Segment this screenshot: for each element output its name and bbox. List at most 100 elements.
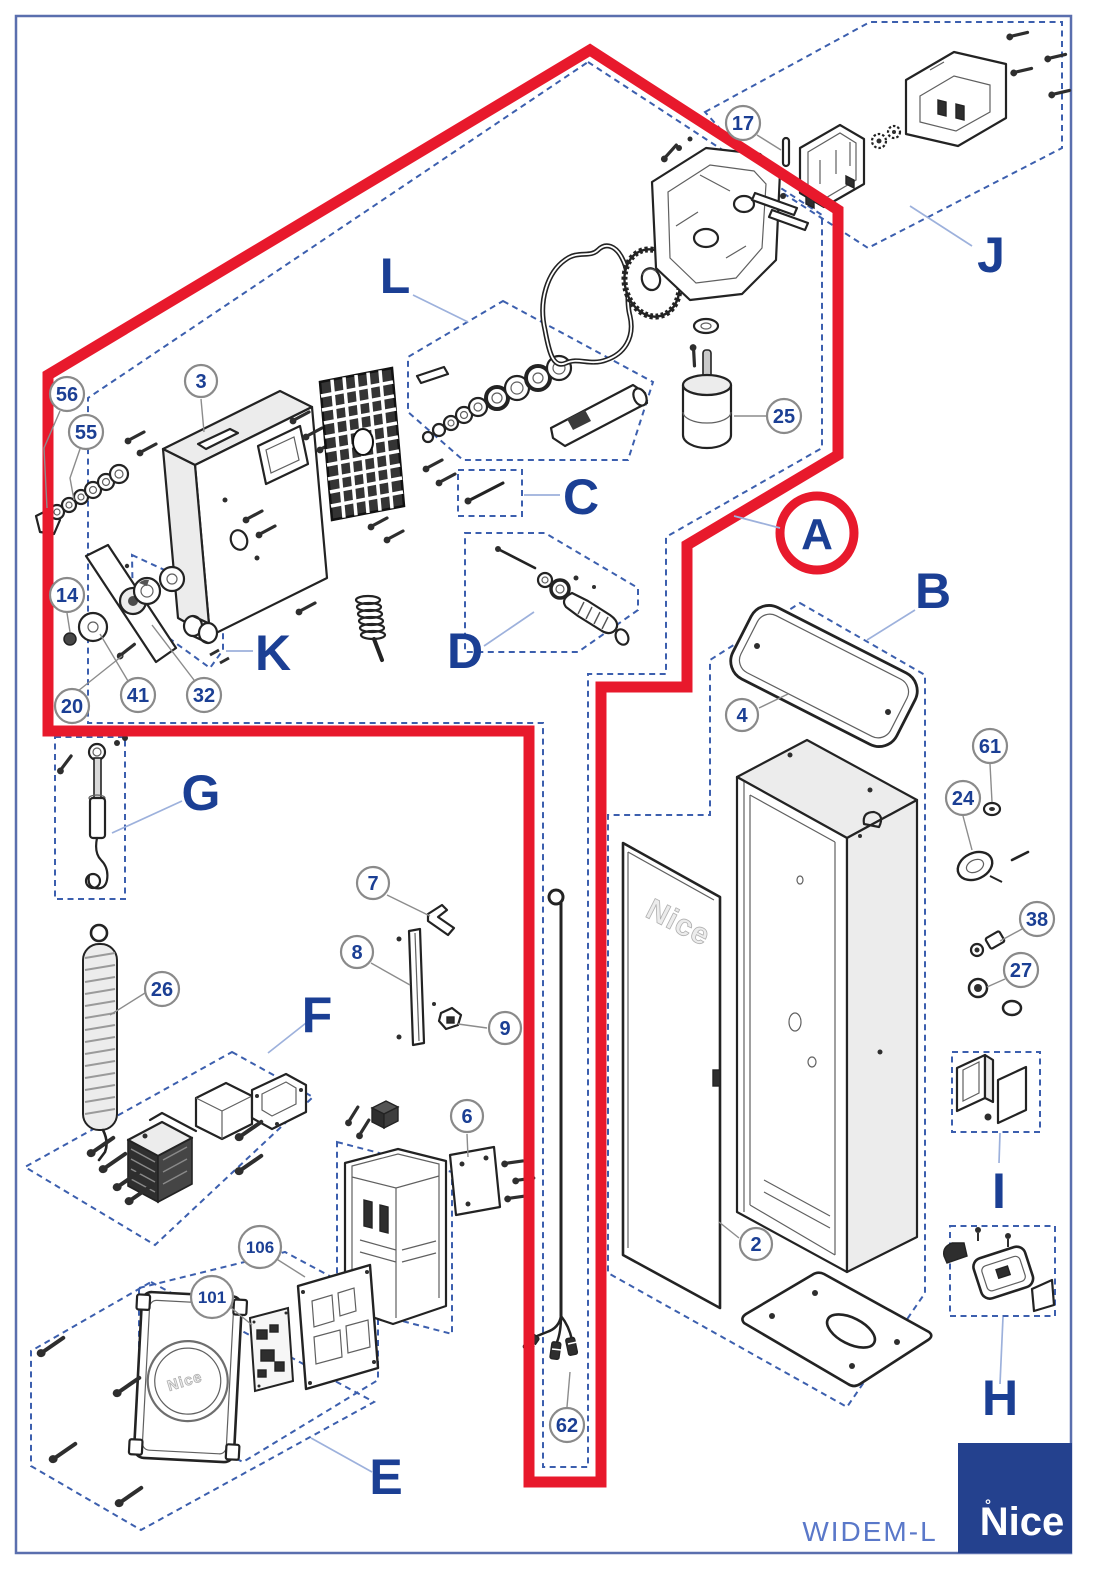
group-label-leaders	[111, 205, 1004, 1473]
callout-61: 61	[971, 727, 1009, 765]
label-d: D	[447, 623, 483, 679]
svg-text:17: 17	[732, 113, 754, 135]
footer: WIDEM-L ° Nice	[802, 1443, 1072, 1553]
brand-degree-mark: °	[985, 1497, 991, 1514]
small-hardware-right	[956, 801, 1030, 1017]
release-lock	[942, 1227, 1056, 1313]
group-g-boundary	[54, 736, 126, 900]
label-j: J	[977, 227, 1005, 283]
callout-4: 4	[724, 697, 760, 733]
label-a: A	[801, 510, 833, 559]
label-k: K	[255, 625, 291, 681]
group-h-boundary	[949, 1225, 1056, 1317]
callout-3: 3	[183, 363, 219, 399]
cabinet-lid	[729, 604, 919, 748]
transformer-group	[83, 1072, 308, 1208]
grid-plate	[318, 366, 406, 522]
group-a-red-circle	[775, 491, 859, 575]
callout-9: 9	[487, 1010, 523, 1046]
seal-kit	[415, 354, 649, 448]
hardware-middle	[339, 903, 536, 1217]
callout-leaders	[43, 134, 1023, 1408]
callout-62: 62	[548, 1406, 586, 1444]
svg-text:3: 3	[195, 371, 206, 393]
callout-8: 8	[339, 934, 375, 970]
svg-text:56: 56	[56, 384, 78, 406]
svg-text:9: 9	[499, 1018, 510, 1040]
tension-spring	[82, 923, 118, 1162]
group-l-boundary	[407, 299, 655, 461]
svg-text:55: 55	[75, 422, 97, 444]
callout-38: 38	[1018, 900, 1056, 938]
callout-101: 101	[189, 1274, 235, 1320]
electric-motor	[681, 317, 733, 450]
svg-text:6: 6	[461, 1106, 472, 1128]
callout-27: 27	[1002, 951, 1040, 989]
spring-bolt	[354, 594, 387, 662]
callout-14: 14	[48, 576, 86, 614]
bearing-set	[124, 563, 230, 665]
callout-7: 7	[355, 865, 391, 901]
base-plate	[741, 1271, 933, 1388]
group-a-highlight	[42, 43, 859, 1488]
model-code: WIDEM-L	[802, 1516, 937, 1547]
callout-25: 25	[765, 397, 803, 435]
svg-text:26: 26	[151, 979, 173, 1001]
label-h: H	[982, 1370, 1018, 1426]
callout-106: 106	[237, 1224, 283, 1270]
callout-41: 41	[119, 676, 157, 714]
label-f: F	[302, 987, 333, 1043]
svg-text:24: 24	[952, 788, 975, 810]
svg-text:41: 41	[127, 685, 149, 707]
limit-switch-group	[750, 25, 1072, 232]
svg-text:38: 38	[1026, 909, 1048, 931]
group-boundaries	[23, 21, 1063, 1532]
cabinet-door: Nice	[621, 841, 722, 1310]
wiring-harness	[522, 888, 579, 1361]
brand-logo-box	[958, 1443, 1072, 1553]
group-b-boundary	[607, 601, 926, 1409]
svg-text:14: 14	[56, 585, 79, 607]
group-e-boundary	[30, 1280, 377, 1532]
group-e-inner-boundary	[138, 1250, 379, 1464]
callout-6: 6	[449, 1098, 485, 1134]
callout-24: 24	[944, 779, 982, 817]
svg-text:8: 8	[351, 942, 362, 964]
shaft-pin	[464, 481, 505, 505]
callout-26: 26	[143, 970, 181, 1008]
turnbuckle	[51, 735, 128, 890]
svg-text:32: 32	[193, 685, 215, 707]
group-a-inner-boundary	[87, 60, 823, 1468]
svg-text:62: 62	[556, 1415, 578, 1437]
brand-logo: Nice	[980, 1500, 1065, 1544]
label-i: I	[992, 1163, 1006, 1219]
callout-20: 20	[53, 687, 91, 725]
callout-56: 56	[48, 375, 86, 413]
release-cover-group: Nice	[33, 1263, 380, 1510]
group-c-boundary	[457, 469, 523, 517]
mounting-brackets	[955, 1053, 1028, 1125]
group-j-boundary	[703, 21, 1063, 250]
svg-text:20: 20	[61, 696, 83, 718]
callout-2: 2	[738, 1226, 774, 1262]
svg-text:27: 27	[1010, 960, 1032, 982]
motor-housing	[650, 136, 786, 302]
label-e: E	[369, 1449, 402, 1505]
svg-text:25: 25	[773, 406, 795, 428]
group-labels: A B C D E F G H I J K L	[182, 227, 1019, 1505]
label-g: G	[182, 765, 221, 821]
group-a-red-outline	[42, 43, 844, 1488]
worm-shaft-assembly	[495, 546, 630, 646]
callout-32: 32	[185, 676, 223, 714]
page-border	[14, 14, 1073, 1555]
callout-55: 55	[67, 413, 105, 451]
group-i-boundary	[951, 1051, 1041, 1133]
svg-text:2: 2	[750, 1234, 761, 1256]
gearbox-housing	[122, 389, 457, 638]
callouts: 2 3 4 6 7 8 9 14 17 20 24 25 26 27 32 38…	[48, 104, 1056, 1444]
svg-text:7: 7	[367, 873, 378, 895]
label-l: L	[380, 248, 411, 304]
svg-text:106: 106	[246, 1238, 274, 1257]
